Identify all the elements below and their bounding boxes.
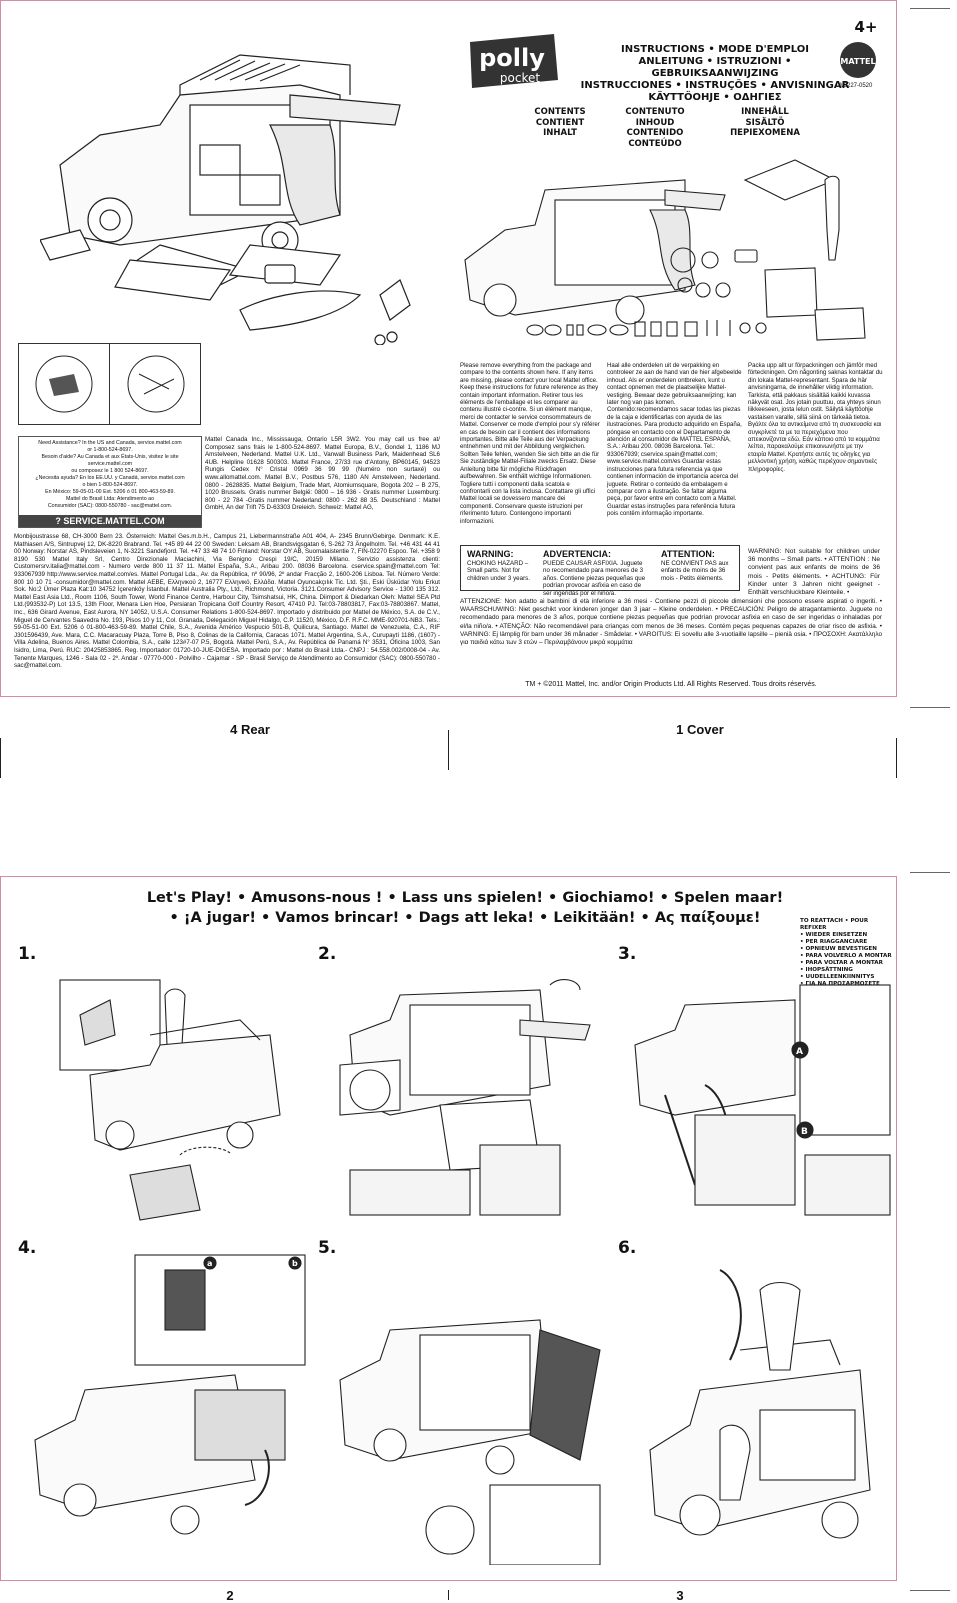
help-line: ¿Necesita ayuda? En los EE.UU. y Canadá,… bbox=[35, 475, 185, 481]
help-line: o bien 1-800-524-8697. bbox=[82, 482, 138, 488]
polly-pocket-logo: polly pocket bbox=[462, 30, 562, 92]
step-2-illustration bbox=[339, 979, 591, 1216]
callout-A: A bbox=[796, 1047, 803, 1057]
help-line: Need Assistance? In the US and Canada, s… bbox=[38, 440, 182, 446]
warning-title-fr: ATTENTION: bbox=[661, 549, 715, 559]
instructions-line: INSTRUCCIONES • INSTRUÇÕES • ANVISNINGAR bbox=[580, 80, 850, 91]
step-number-1: 1. bbox=[18, 944, 37, 964]
warning-title-en: WARNING: bbox=[467, 549, 514, 559]
warning-long: ATTENZIONE: Non adatto ai bambini di età… bbox=[460, 598, 882, 647]
crop-mark bbox=[910, 1590, 950, 1591]
warning-text-fr: NE CONVIENT PAS aux enfants de moins de … bbox=[661, 560, 729, 582]
product-code: W6227-0520 bbox=[838, 83, 873, 89]
step-number-5: 5. bbox=[318, 1238, 337, 1258]
contents-label: INNEHÅLL bbox=[741, 107, 789, 117]
help-line: Besoin d'aide? Au Canada et aux États-Un… bbox=[41, 454, 179, 467]
lets-play-heading-line2: • ¡A jugar! • Vamos brincar! • Dags att … bbox=[169, 910, 761, 926]
label-divider bbox=[448, 1590, 449, 1600]
help-line: or 1-800-524-8697. bbox=[87, 447, 133, 453]
contents-label: CONTENUTO bbox=[625, 107, 685, 117]
legal-addresses-full: Monbijoustrasse 68, CH-3000 Bern 23. Öst… bbox=[14, 533, 440, 670]
to-reattach-note: TO REATTACH • POUR REFIXER • WIEDER EINS… bbox=[800, 918, 895, 995]
step-3-illustration: A B bbox=[634, 984, 891, 1216]
contents-heading-3: INNEHÅLL SISÄLTÖ ΠΕΡΙΕΧΟΜΕΝΑ bbox=[720, 107, 810, 139]
callout-B: B bbox=[801, 1127, 808, 1137]
contents-label: CONTENTS bbox=[534, 107, 586, 117]
reattach-line: • PARA VOLVERLO A MONTAR bbox=[800, 953, 892, 959]
warning-es: ADVERTENCIA: PUEDE CAUSAR ASFIXIA. Jugue… bbox=[543, 549, 648, 597]
detail-closeup-icons bbox=[35, 355, 185, 413]
contents-label: CONTENIDO bbox=[626, 128, 684, 138]
reattach-line: • OPNIEUW BEVESTIGEN bbox=[800, 946, 877, 952]
mattel-wordmark: MATTEL bbox=[840, 57, 875, 66]
page-label-cover: 1 Cover bbox=[676, 722, 724, 737]
crop-mark bbox=[910, 8, 950, 9]
warning-fr: ATTENTION: NE CONVIENT PAS aux enfants d… bbox=[661, 549, 736, 582]
inside-spread-sheet bbox=[0, 876, 897, 1581]
contents-label: INHOUD bbox=[635, 117, 675, 128]
reattach-line: • UUDELLEENKIINNITYS bbox=[800, 974, 875, 980]
warning-text-es: PUEDE CAUSAR ASFIXIA. Juguete no recomen… bbox=[543, 560, 646, 597]
step-number-4: 4. bbox=[18, 1238, 37, 1258]
label-divider bbox=[896, 738, 897, 778]
vehicle-playset-illustration bbox=[40, 54, 411, 345]
help-line: En México: 59-05-01-00 Ext. 5206 ó 01 80… bbox=[45, 489, 175, 495]
contents-heading-2: CONTENUTO INHOUD CONTENIDO CONTEÚDO bbox=[610, 107, 700, 149]
reattach-line: • PER RIAGGANCIARE bbox=[800, 939, 868, 945]
service-link[interactable]: ? SERVICE.MATTEL.COM bbox=[19, 515, 201, 527]
callout-a: a bbox=[207, 1259, 212, 1268]
reattach-line: • IHOPSÄTTNING bbox=[800, 967, 853, 973]
warning-side: WARNING: Not suitable for children under… bbox=[748, 548, 880, 597]
rear-cover-sheet bbox=[0, 0, 897, 697]
contents-label: SISÄLTÖ bbox=[745, 117, 785, 128]
contents-label: CONTIENT bbox=[535, 117, 585, 128]
warning-en: WARNING: CHOKING HAZARD – Small parts. N… bbox=[467, 549, 537, 582]
crop-mark bbox=[910, 707, 950, 708]
contents-heading-1: CONTENTS CONTIENT INHALT bbox=[515, 107, 605, 139]
reattach-line: • WIEDER EINSETZEN bbox=[800, 932, 868, 938]
step-number-3: 3. bbox=[618, 944, 637, 964]
step-1-illustration bbox=[59, 979, 281, 1221]
help-line: ou composez le 1 800 524-8697. bbox=[71, 468, 149, 474]
help-line: Consumidor (SAC): 0800-550780 - sac@matt… bbox=[47, 503, 173, 509]
step-number-2: 2. bbox=[318, 944, 337, 964]
step-4-illustration: a b bbox=[34, 1254, 306, 1535]
contents-label: ΠΕΡΙΕΧΟΜΕΝΑ bbox=[730, 128, 800, 138]
legal-addresses-right: Mattel Canada Inc., Mississauga, Ontario… bbox=[205, 436, 440, 512]
help-line: Mattel do Brasil Ltda: Atendimento ao bbox=[65, 496, 155, 502]
lets-play-heading-line1: Let's Play! • Amusons-nous ! • Lass uns … bbox=[146, 890, 784, 906]
contents-note-col3: Packa upp allt ur förpackningen och jämf… bbox=[748, 362, 883, 473]
warning-title-es: ADVERTENCIA: bbox=[543, 549, 612, 559]
instructions-heading: INSTRUCTIONS • MODE D'EMPLOI ANLEITUNG •… bbox=[580, 44, 850, 104]
callout-b: b bbox=[292, 1259, 298, 1268]
copyright: TM + ©2011 Mattel, Inc. and/or Origin Pr… bbox=[525, 681, 817, 688]
instructions-line: ANLEITUNG • ISTRUZIONI • GEBRUIKSAANWIJZ… bbox=[638, 56, 792, 79]
contents-illustration bbox=[464, 159, 866, 341]
age-badge: 4+ bbox=[854, 18, 878, 36]
warning-text-en: CHOKING HAZARD – Small parts. Not for ch… bbox=[467, 560, 530, 582]
reattach-line: • PARA VOLTAR A MONTAR bbox=[800, 960, 883, 966]
warning-box: WARNING: CHOKING HAZARD – Small parts. N… bbox=[460, 545, 740, 597]
page-label-rear: 4 Rear bbox=[230, 722, 270, 737]
help-box: Need Assistance? In the US and Canada, s… bbox=[18, 436, 202, 528]
mattel-logo: MATTEL bbox=[838, 40, 878, 80]
contents-label: INHALT bbox=[543, 128, 577, 138]
svg-text:pocket: pocket bbox=[500, 71, 540, 85]
step-number-6: 6. bbox=[618, 1238, 637, 1258]
contents-label: CONTEÚDO bbox=[628, 138, 682, 149]
instructions-line: KÄYTTÖOHJE • ΟΔΗΓΙΕΣ bbox=[648, 92, 782, 103]
detail-box bbox=[18, 343, 201, 425]
step-6-illustration bbox=[649, 1269, 871, 1539]
reattach-line: TO REATTACH • POUR REFIXER bbox=[800, 918, 869, 931]
page-label-2: 2 bbox=[226, 1588, 234, 1603]
instructions-line: INSTRUCTIONS • MODE D'EMPLOI bbox=[620, 44, 810, 55]
step-5-illustration bbox=[339, 1319, 601, 1565]
contents-note-col2: Haal alle onderdelen uit de verpakking e… bbox=[607, 362, 742, 518]
label-divider bbox=[448, 730, 449, 770]
crop-mark bbox=[910, 872, 950, 873]
label-divider bbox=[0, 738, 1, 778]
svg-text:polly: polly bbox=[479, 44, 545, 72]
page-label-3: 3 bbox=[676, 1588, 684, 1603]
contents-note-col1: Please remove everything from the packag… bbox=[460, 362, 600, 525]
